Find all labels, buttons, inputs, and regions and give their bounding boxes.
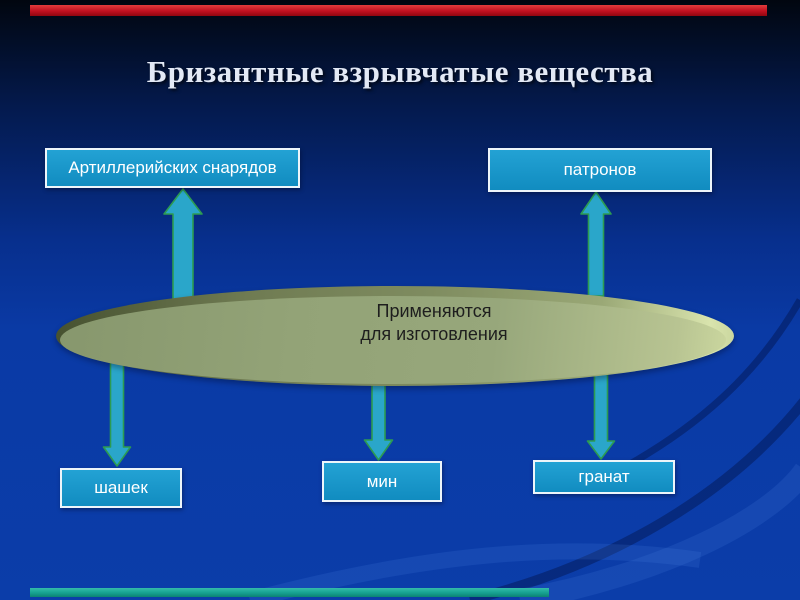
center-ellipse: Применяются для изготовления [56, 286, 734, 386]
down-arrow-left [102, 357, 132, 467]
down-arrow-middle [363, 374, 394, 461]
top-red-bar [30, 5, 767, 16]
box-mines: мин [322, 461, 442, 502]
up-arrow-left [163, 188, 203, 301]
page-title: Бризантные взрывчатые вещества [146, 54, 654, 89]
bottom-teal-bar [30, 588, 549, 597]
up-arrow-right [580, 191, 612, 297]
box-label: Артиллерийских снарядов [68, 158, 277, 177]
ellipse-label-line2: для изготовления [360, 324, 508, 344]
box-cartridges: патронов [488, 148, 712, 192]
down-arrow-right [586, 367, 616, 460]
box-grenades: гранат [533, 460, 675, 494]
box-artillery-shells: Артиллерийских снарядов [45, 148, 300, 188]
box-charges: шашек [60, 468, 182, 508]
box-label: гранат [578, 467, 630, 486]
box-label: патронов [563, 160, 637, 179]
box-label: шашек [94, 478, 148, 497]
ellipse-label-line1: Применяются [376, 301, 492, 321]
ellipse-label: Применяются для изготовления [238, 300, 630, 346]
box-label: мин [366, 471, 398, 491]
center-ellipse-face [60, 296, 726, 384]
